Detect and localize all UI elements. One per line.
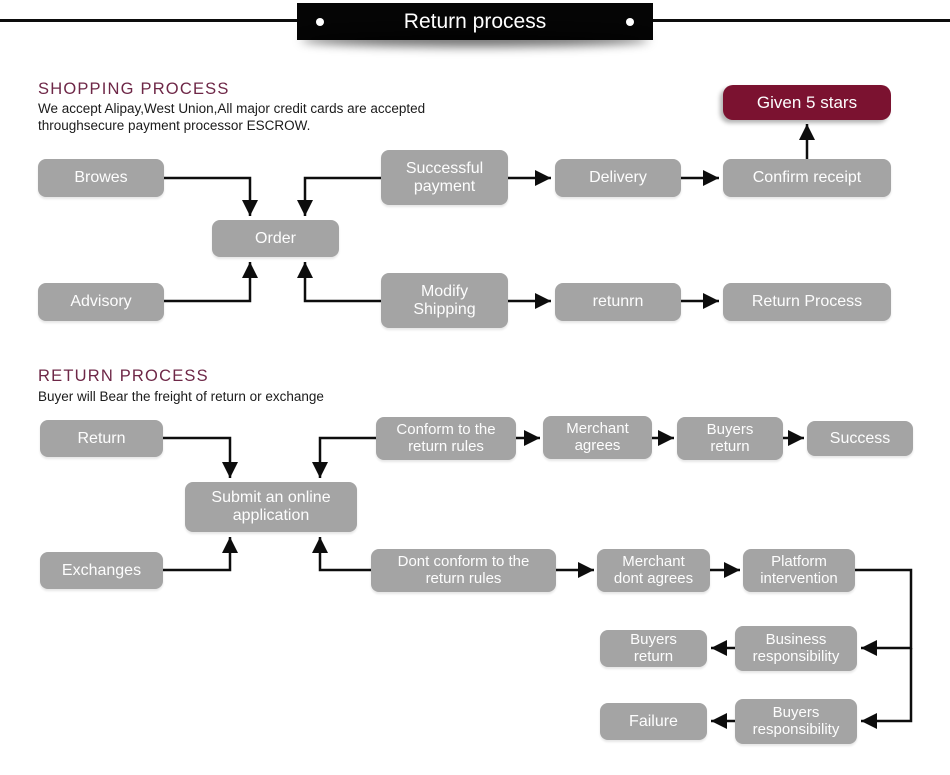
- node-merchant-agrees: Merchant agrees: [543, 416, 652, 459]
- banner-dot-right-icon: [626, 17, 634, 26]
- node-advisory: Advisory: [38, 283, 164, 321]
- node-order: Order: [212, 220, 339, 257]
- node-merchant-dont-agrees: Merchant dont agrees: [597, 549, 710, 592]
- node-buyers-return-top: Buyers return: [677, 417, 783, 460]
- node-exchanges: Exchanges: [40, 552, 163, 589]
- node-given-5-stars: Given 5 stars: [723, 85, 891, 120]
- node-conform-to-return-rules: Conform to the return rules: [376, 417, 516, 460]
- return-description-line1: Buyer will Bear the freight of return or…: [38, 389, 324, 404]
- banner-dot-left-icon: [316, 17, 324, 26]
- node-browes: Browes: [38, 159, 164, 197]
- banner-rule-left: [0, 19, 297, 22]
- node-success: Success: [807, 421, 913, 456]
- return-section-heading: RETURN PROCESS: [38, 367, 209, 385]
- node-buyers-return-bottom: Buyers return: [600, 630, 707, 667]
- node-buyers-responsibility: Buyers responsibility: [735, 699, 857, 744]
- banner-rule-right: [653, 19, 950, 22]
- node-submit-online-application: Submit an online application: [185, 482, 357, 532]
- node-business-responsibility: Business responsibility: [735, 626, 857, 671]
- node-successful-payment: Successful payment: [381, 150, 508, 205]
- return-section-description: Buyer will Bear the freight of return or…: [38, 389, 324, 406]
- banner-title: Return process: [403, 9, 547, 33]
- node-modify-shipping: Modify Shipping: [381, 273, 508, 328]
- node-platform-intervention: Platform intervention: [743, 549, 855, 592]
- node-return: Return: [40, 420, 163, 457]
- shopping-section-heading: SHOPPING PROCESS: [38, 80, 230, 98]
- node-dont-conform-to-return-rules: Dont conform to the return rules: [371, 549, 556, 592]
- shopping-description-line2: throughsecure payment processor ESCROW.: [38, 117, 311, 133]
- node-delivery: Delivery: [555, 159, 681, 197]
- shopping-section-description: We accept Alipay,West Union,All major cr…: [38, 101, 425, 134]
- node-retunrn: retunrn: [555, 283, 681, 321]
- node-return-process: Return Process: [723, 283, 891, 321]
- banner: Return process: [297, 3, 653, 40]
- node-failure: Failure: [600, 703, 707, 740]
- node-confirm-receipt: Confirm receipt: [723, 159, 891, 197]
- shopping-description-line1: We accept Alipay,West Union,All major cr…: [38, 101, 426, 116]
